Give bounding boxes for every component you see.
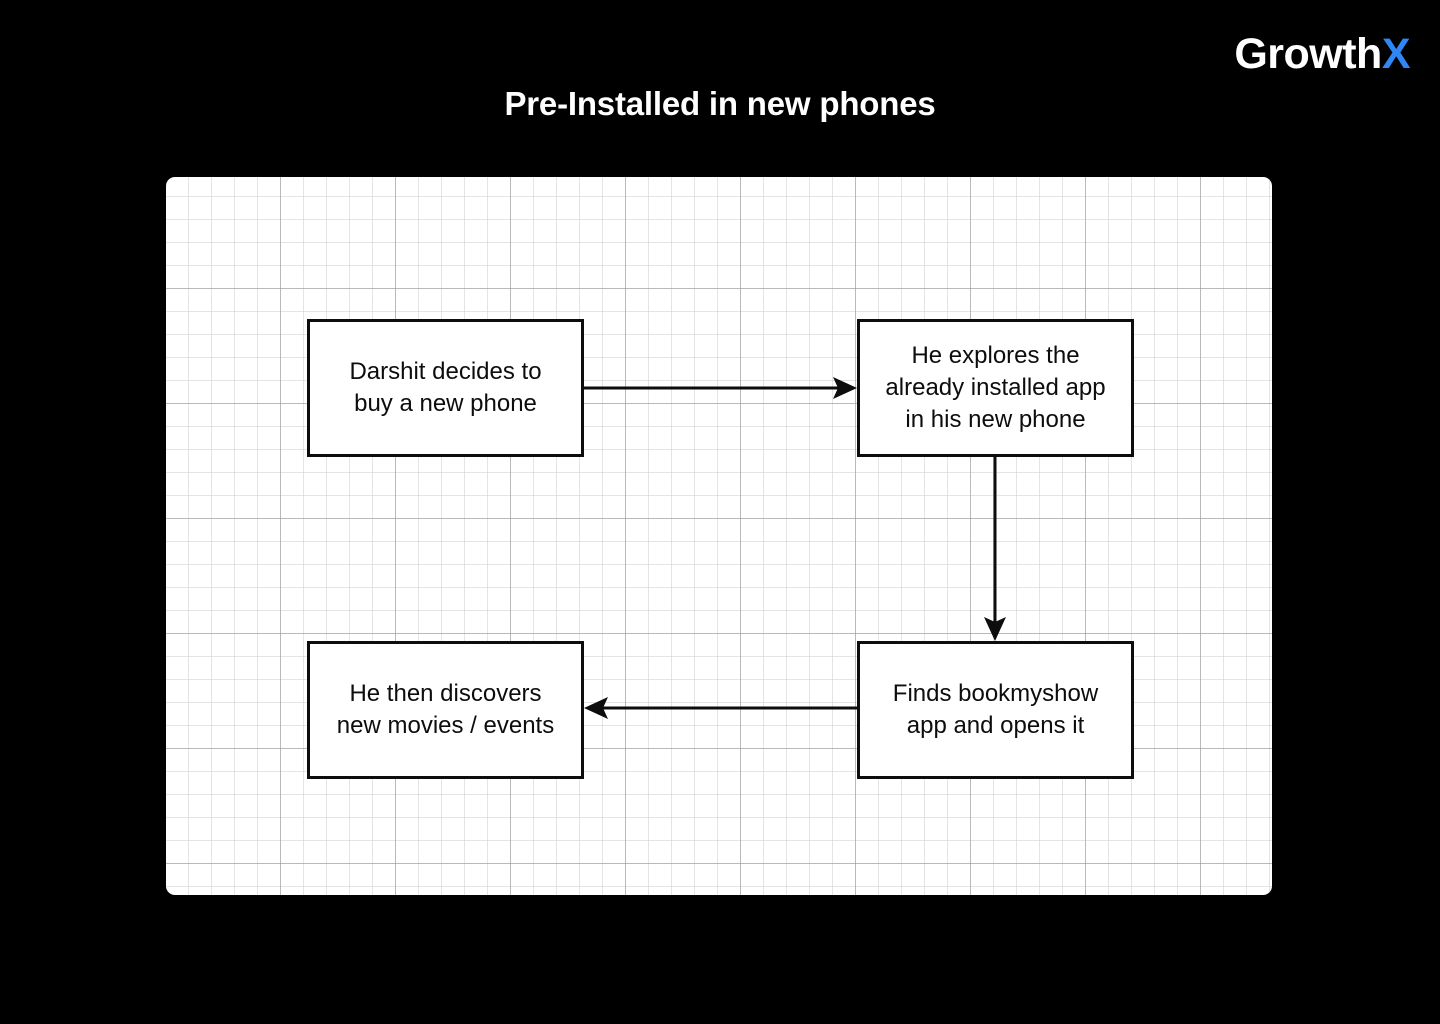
logo-accent-letter: X [1381, 30, 1411, 78]
flow-node-2-label: He explores the already installed app in… [885, 342, 1106, 433]
flow-node-4-label: He then discovers new movies / events [336, 680, 555, 739]
flow-node-3[interactable]: Finds bookmyshow app and opens it [857, 641, 1134, 779]
flow-node-4[interactable]: He then discovers new movies / events [307, 641, 584, 779]
flow-node-3-label: Finds bookmyshow app and opens it [892, 680, 1099, 739]
grid-background [166, 177, 1272, 895]
logo-wordmark: Growth [1234, 30, 1382, 78]
flow-node-2[interactable]: He explores the already installed app in… [857, 319, 1134, 457]
page-title: Pre-Installed in new phones [504, 85, 936, 122]
growthx-logo: GrowthX [1234, 33, 1410, 76]
whiteboard-canvas: Darshit decides to buy a new phone He ex… [166, 177, 1272, 895]
flow-node-1[interactable]: Darshit decides to buy a new phone [307, 319, 584, 457]
flow-node-1-label: Darshit decides to buy a new phone [349, 358, 542, 417]
